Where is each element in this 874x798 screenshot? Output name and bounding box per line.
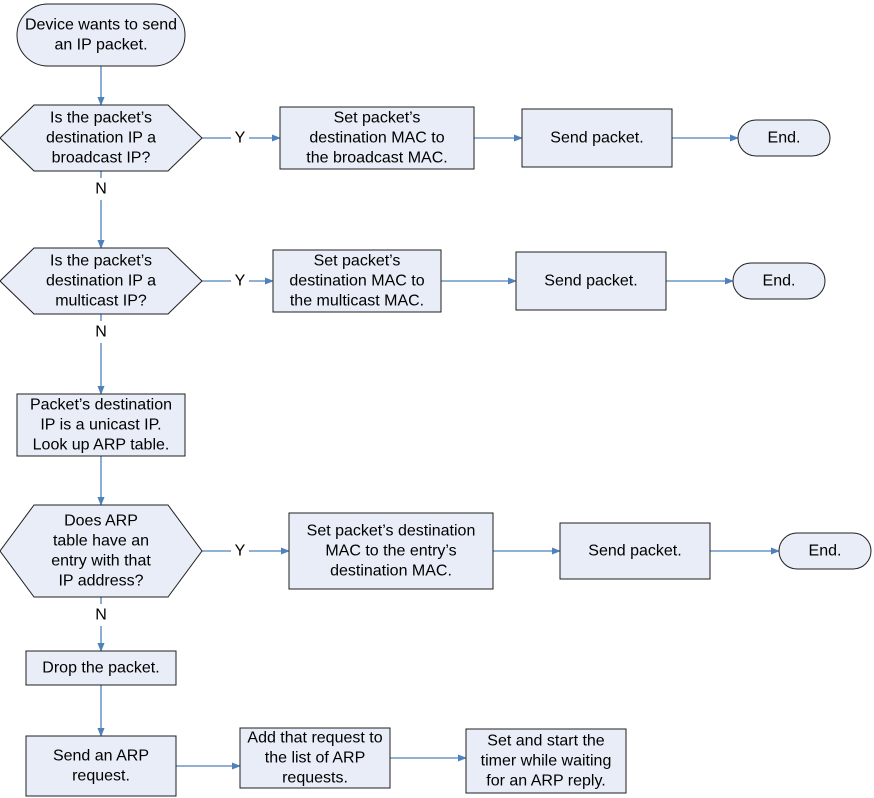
node-set-broadcast: Set packet’s destination MAC to the broadc… xyxy=(279,106,475,170)
node-label-line: Is the packet’s xyxy=(50,253,152,270)
node-label-line: Send an ARP xyxy=(53,748,149,765)
process-shape xyxy=(515,251,667,311)
node-start: Device wants to send an IP packet. xyxy=(16,3,186,67)
edge-label: N xyxy=(95,324,107,341)
decision-shape xyxy=(0,104,203,172)
edge-label: Y xyxy=(235,130,246,147)
node-end-3: End. xyxy=(778,532,872,570)
node-label-line: Set packet’s xyxy=(334,110,421,127)
node-label-line: End. xyxy=(763,273,796,290)
edge-label: Y xyxy=(235,543,246,560)
terminal-shape xyxy=(737,119,831,157)
node-send-3: Send packet. xyxy=(559,522,711,580)
process-shape xyxy=(16,393,186,457)
edge-q-arp-to-drop: N xyxy=(95,597,107,652)
node-label-line: request. xyxy=(72,768,130,785)
edge-q-arp-to-set-entry: Y xyxy=(202,543,290,560)
node-label-line: Add that request to xyxy=(247,730,382,747)
node-label-line: Does ARP xyxy=(64,513,138,530)
node-label-line: Send packet. xyxy=(544,273,637,290)
node-timer: Set and start the timer while waiting for … xyxy=(465,728,627,794)
process-shape xyxy=(272,249,442,313)
node-label-line: broadcast IP? xyxy=(52,150,151,167)
node-set-multicast: Set packet’s destination MAC to the multic… xyxy=(272,249,442,313)
node-label-line: destination MAC. xyxy=(330,563,452,580)
process-shape xyxy=(521,108,673,168)
terminal-shape xyxy=(778,532,872,570)
node-label-line: requests. xyxy=(282,770,348,787)
node-label-line: the list of ARP xyxy=(265,750,366,767)
node-label-line: destination IP a xyxy=(46,130,156,147)
node-label-line: Packet’s destination xyxy=(30,397,172,414)
process-shape xyxy=(559,522,711,580)
process-shape xyxy=(239,727,391,789)
edge-label: Y xyxy=(235,273,246,290)
node-add-list: Add that request to the list of ARP reques… xyxy=(239,727,391,789)
terminal-shape xyxy=(732,262,826,300)
node-drop: Drop the packet. xyxy=(25,650,177,686)
node-label-line: End. xyxy=(768,130,801,147)
nodes-layer: Device wants to send an IP packet. Is the … xyxy=(0,3,872,797)
node-q-arp: Does ARP table have an entry with that IP a… xyxy=(0,504,203,598)
edge-q-broadcast-to-set-broadcast: Y xyxy=(202,130,281,147)
node-label-line: Device wants to send xyxy=(25,17,177,34)
node-label-line: Set and start the xyxy=(487,733,605,750)
node-label-line: destination IP a xyxy=(46,273,156,290)
process-shape xyxy=(25,735,177,797)
node-end-2: End. xyxy=(732,262,826,300)
decision-shape xyxy=(0,247,203,315)
node-unicast: Packet’s destination IP is a unicast IP. L… xyxy=(16,393,186,457)
edge-label: N xyxy=(95,181,107,198)
node-label-line: Set packet’s xyxy=(314,253,401,270)
process-shape xyxy=(279,106,475,170)
process-shape xyxy=(465,728,627,794)
node-label-line: Send packet. xyxy=(588,543,681,560)
edge-q-broadcast-to-q-multicast: N xyxy=(95,171,107,249)
node-label-line: destination MAC to xyxy=(309,130,444,147)
node-label-line: MAC to the entry’s xyxy=(325,543,456,560)
process-shape xyxy=(25,650,177,686)
node-label-line: Set packet’s destination xyxy=(307,523,476,540)
node-label-line: IP is a unicast IP. xyxy=(40,417,161,434)
node-label-line: the broadcast MAC. xyxy=(306,150,447,167)
node-label-line: table have an xyxy=(53,533,149,550)
node-label-line: Send packet. xyxy=(550,130,643,147)
node-end-1: End. xyxy=(737,119,831,157)
node-send-arp: Send an ARP request. xyxy=(25,735,177,797)
node-label-line: Is the packet’s xyxy=(50,110,152,127)
decision-shape xyxy=(0,504,203,598)
terminal-shape xyxy=(16,3,186,67)
edge-q-multicast-to-unicast: N xyxy=(95,314,107,395)
node-label-line: for an ARP reply. xyxy=(486,773,605,790)
node-label-line: destination MAC to xyxy=(289,273,424,290)
node-label-line: End. xyxy=(809,543,842,560)
node-label-line: the multicast MAC. xyxy=(290,293,424,310)
node-label-line: entry with that xyxy=(51,553,151,570)
edge-label: N xyxy=(95,607,107,624)
node-send-2: Send packet. xyxy=(515,251,667,311)
edge-q-multicast-to-set-multicast: Y xyxy=(202,273,274,290)
node-label-line: timer while waiting xyxy=(481,753,612,770)
process-shape xyxy=(288,512,494,590)
node-q-multicast: Is the packet’s destination IP a multicast… xyxy=(0,247,203,315)
node-label-line: an IP packet. xyxy=(54,37,147,54)
node-q-broadcast: Is the packet’s destination IP a broadcast… xyxy=(0,104,203,172)
node-label-line: Look up ARP table. xyxy=(33,437,170,454)
edges-layer: Y N Y N Y N xyxy=(95,66,780,770)
node-label-line: Drop the packet. xyxy=(42,660,159,677)
node-send-1: Send packet. xyxy=(521,108,673,168)
node-label-line: multicast IP? xyxy=(55,293,147,310)
node-label-line: IP address? xyxy=(58,573,143,590)
